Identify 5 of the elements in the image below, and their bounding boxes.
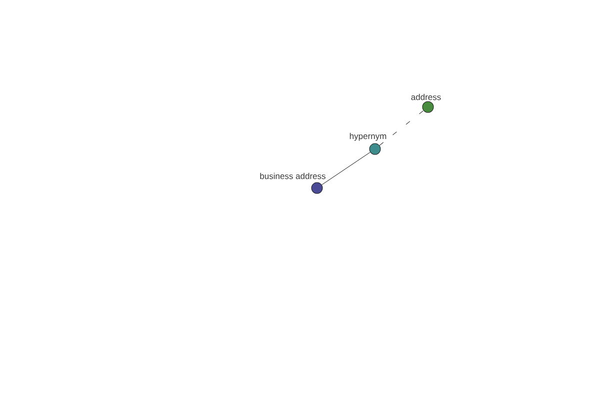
dashed-line [379,110,424,146]
node-label: hypernym [350,132,386,141]
node-label: business address [260,172,326,180]
node-label: address [411,94,441,100]
connector-line [322,152,370,186]
